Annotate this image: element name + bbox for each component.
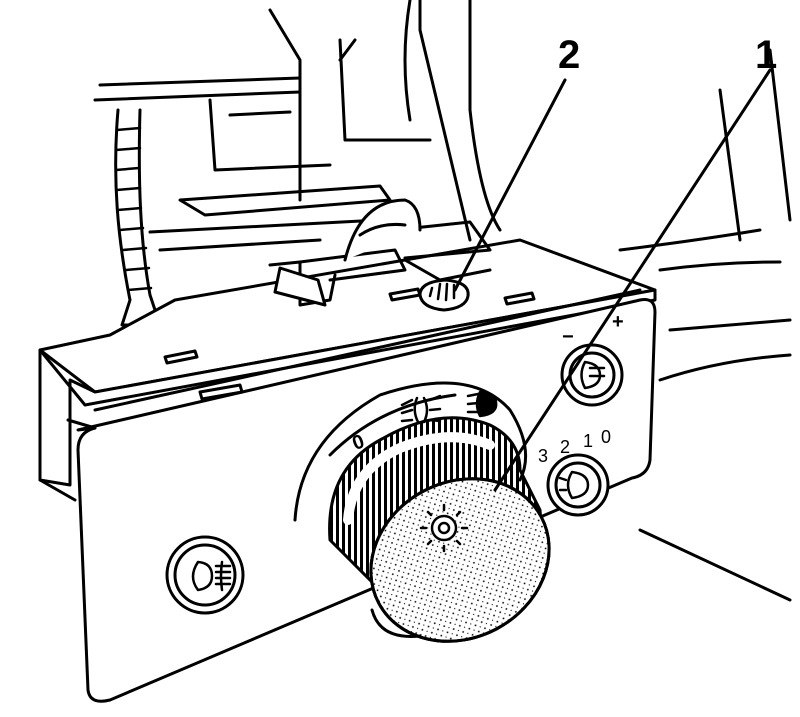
housing-clips <box>163 287 536 401</box>
fog-lamp-button <box>165 535 245 615</box>
dimmer-mark-3: 3 <box>538 446 548 466</box>
leader-line-1 <box>493 68 772 492</box>
main-light-dial <box>369 477 551 643</box>
leader-line-2 <box>453 78 567 292</box>
dial-mark-minus: − <box>562 326 574 348</box>
headlight-range-icon <box>580 360 606 390</box>
light-switch-icon <box>419 503 469 553</box>
dashboard-background <box>93 0 792 602</box>
fog-lamp-icon <box>191 560 232 592</box>
dimmer-mark-2: 2 <box>560 437 570 457</box>
callout-number-2: 2 <box>558 33 580 77</box>
dimmer-mark-1: 1 <box>583 431 593 451</box>
low-beam-icon <box>466 390 498 418</box>
headlight-range-adjuster <box>418 278 470 312</box>
dimmer-icon <box>558 470 590 500</box>
wiring-harness <box>114 108 162 327</box>
dial-mark-plus: + <box>612 311 624 333</box>
callout-number-1: 1 <box>755 33 777 77</box>
instrument-dimmer-knob <box>546 453 610 517</box>
parking-light-icon <box>400 394 442 424</box>
dimmer-mark-0: 0 <box>601 427 611 447</box>
